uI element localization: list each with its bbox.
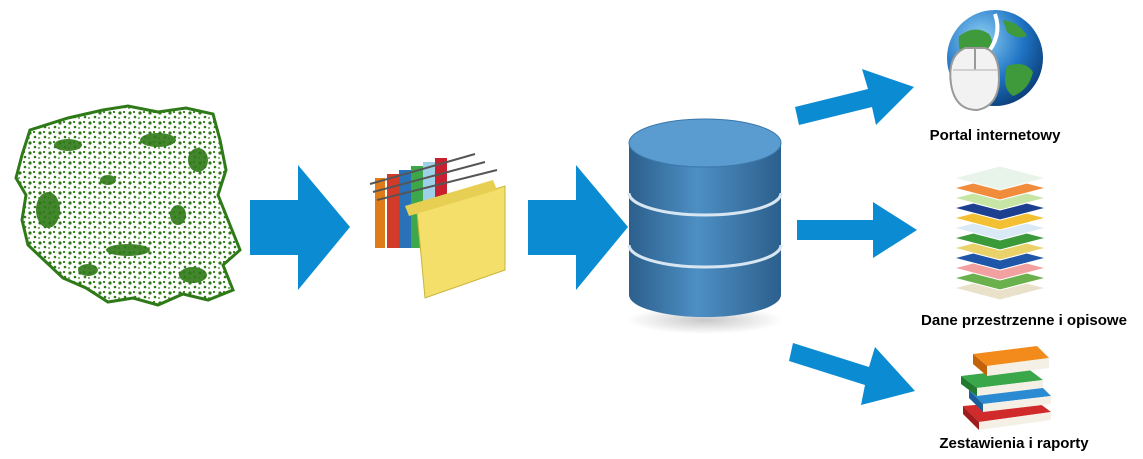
map-layers-icon	[948, 158, 1050, 308]
arrow-folders-to-database	[528, 165, 628, 290]
portal-label: Portal internetowy	[929, 127, 1061, 144]
arrow-database-to-portal	[790, 55, 920, 135]
reports-label: Zestawienia i raporty	[939, 435, 1089, 452]
database-icon	[625, 115, 785, 335]
arrow-database-to-reports	[785, 335, 920, 420]
globe-mouse-icon	[937, 6, 1047, 118]
poland-forest-map-icon	[8, 100, 244, 310]
hanging-folders-icon	[365, 150, 510, 300]
arrow-map-to-folders	[250, 165, 350, 290]
arrow-database-to-data	[795, 200, 920, 260]
books-icon	[955, 338, 1055, 433]
data-label: Dane przestrzenne i opisowe	[921, 312, 1127, 329]
